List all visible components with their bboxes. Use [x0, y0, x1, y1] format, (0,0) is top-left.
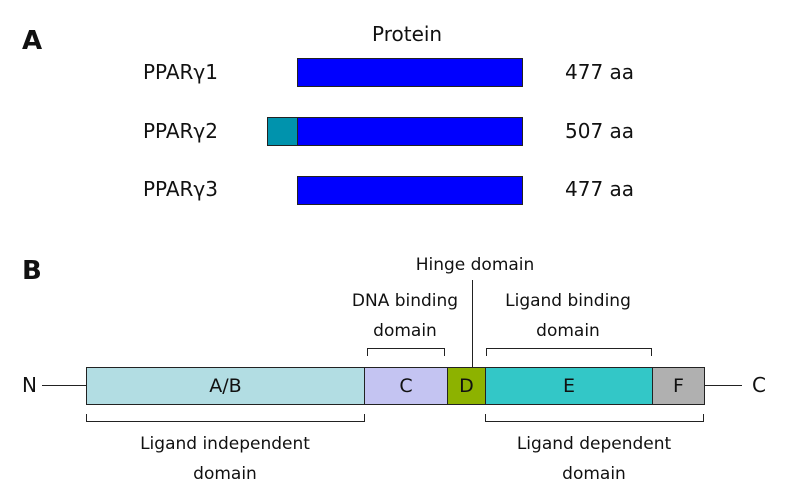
ligand-independent-bracket: [86, 414, 365, 422]
panel-b-label: B: [22, 256, 42, 286]
ligand-dependent-bracket: [485, 414, 704, 422]
domain-ab-label: A/B: [209, 375, 242, 397]
ligand-independent-label-line1: Ligand independent: [140, 434, 310, 454]
ligand-binding-label-line2: domain: [536, 321, 600, 341]
protein-title: Protein: [372, 22, 443, 46]
isoform-bar-3: [297, 176, 523, 205]
isoform-bar-2: [297, 117, 523, 146]
isoform-extension-2: [267, 117, 298, 146]
hinge-pointer-line: [472, 280, 473, 367]
n-terminus-label: N: [22, 373, 37, 397]
dna-binding-label-line2: domain: [373, 321, 437, 341]
dna-binding-bracket: [367, 348, 445, 356]
ligand-dependent-label-line1: Ligand dependent: [516, 434, 672, 454]
isoform-label-2: PPARγ2: [143, 119, 218, 143]
domain-c: C: [364, 367, 448, 405]
domain-ab: A/B: [86, 367, 365, 405]
ligand-binding-bracket: [486, 348, 652, 356]
isoform-length-3: 477 aa: [565, 177, 635, 201]
panel-a-label: A: [22, 26, 43, 56]
ligand-independent-label-line2: domain: [193, 464, 257, 484]
domain-e: E: [485, 367, 653, 405]
isoform-bar-1: [297, 58, 523, 87]
c-terminus-label: C: [752, 373, 766, 397]
c-terminus-line: [704, 385, 742, 386]
ligand-binding-label-line1: Ligand binding: [505, 291, 631, 311]
ligand-dependent-label-line2: domain: [562, 464, 626, 484]
isoform-length-2: 507 aa: [565, 119, 635, 143]
isoform-label-1: PPARγ1: [143, 60, 218, 84]
domain-f: F: [652, 367, 705, 405]
domain-e-label: E: [562, 375, 575, 397]
isoform-label-3: PPARγ3: [143, 177, 218, 201]
domain-c-label: C: [399, 375, 413, 397]
isoform-length-1: 477 aa: [565, 60, 635, 84]
domain-f-label: F: [673, 375, 684, 397]
hinge-domain-label: Hinge domain: [415, 255, 535, 275]
domain-d-label: D: [459, 375, 474, 397]
domain-d: D: [447, 367, 486, 405]
n-terminus-line: [42, 385, 87, 386]
dna-binding-label-line1: DNA binding: [351, 291, 459, 311]
